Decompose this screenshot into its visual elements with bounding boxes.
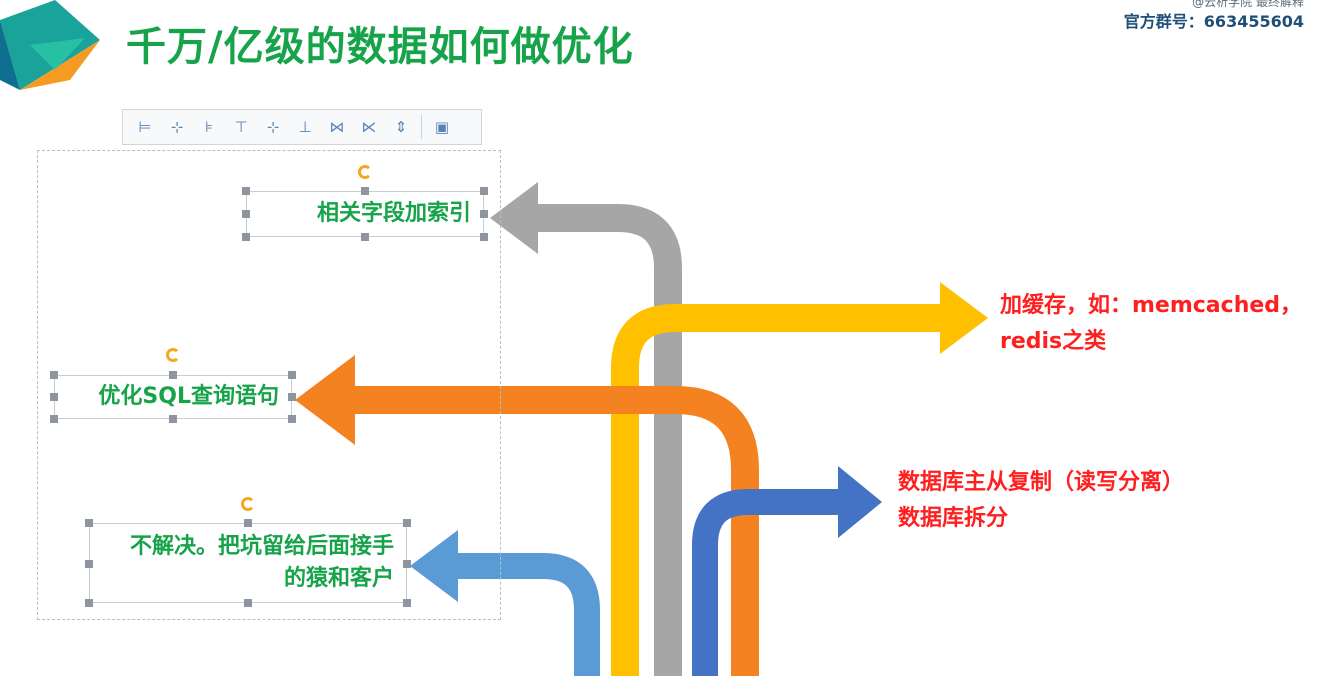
distribute-spacing-icon[interactable]: ⇕ bbox=[394, 118, 408, 136]
cache-label: 加缓存，如：memcached， redis之类 bbox=[1000, 288, 1302, 360]
resize-handle[interactable] bbox=[361, 233, 369, 241]
database-label: 数据库主从复制（读写分离） 数据库拆分 bbox=[898, 465, 1184, 537]
resize-handle[interactable] bbox=[244, 519, 252, 527]
align-bottom-icon[interactable]: ⊥ bbox=[298, 118, 312, 136]
resize-handle[interactable] bbox=[50, 371, 58, 379]
align-right-icon[interactable]: ⊧ bbox=[205, 118, 213, 136]
yellow-arrowhead bbox=[940, 282, 988, 354]
resize-handle[interactable] bbox=[480, 210, 488, 218]
light-blue-arrow bbox=[455, 553, 600, 676]
align-middle-icon[interactable]: ⊹ bbox=[266, 118, 280, 136]
resize-handle[interactable] bbox=[169, 415, 177, 423]
index-label: 相关字段加索引 bbox=[316, 201, 471, 226]
resize-handle[interactable] bbox=[288, 371, 296, 379]
resize-handle[interactable] bbox=[85, 519, 93, 527]
database-line1: 数据库主从复制（读写分离） bbox=[898, 470, 1185, 495]
gray-arrowhead bbox=[490, 182, 538, 254]
alignment-toolbar: ⊨ ⊹ ⊧ ⊤ ⊹ ⊥ ⋈ ⋉ ⇕ ▣ bbox=[122, 109, 482, 145]
textbox-nothing[interactable]: 不解决。把坑留给后面接手 的猿和客户 bbox=[89, 523, 407, 603]
yellow-arrow bbox=[611, 304, 945, 676]
brand-logo bbox=[0, 0, 100, 90]
toolbar-separator bbox=[421, 115, 422, 139]
dark-blue-arrowhead bbox=[838, 466, 882, 538]
watermark: @云析学院 最终解释 官方群号：663455604 bbox=[1124, 0, 1304, 32]
align-left-icon[interactable]: ⊨ bbox=[138, 118, 152, 136]
dark-blue-arrow bbox=[692, 489, 840, 676]
resize-handle[interactable] bbox=[85, 599, 93, 607]
cache-line1: 加缓存，如：memcached， bbox=[1000, 293, 1303, 318]
resize-handle[interactable] bbox=[288, 393, 296, 401]
align-center-icon[interactable]: ⊹ bbox=[170, 118, 184, 136]
resize-handle[interactable] bbox=[244, 599, 252, 607]
cache-line2: redis之类 bbox=[1000, 329, 1107, 354]
resize-handle[interactable] bbox=[403, 599, 411, 607]
rotate-handle[interactable] bbox=[358, 165, 372, 179]
group-number-label: 官方群号：663455604 bbox=[1123, 12, 1304, 31]
resize-handle[interactable] bbox=[480, 233, 488, 241]
align-top-icon[interactable]: ⊤ bbox=[234, 118, 248, 136]
textbox-index[interactable]: 相关字段加索引 bbox=[246, 191, 484, 237]
resize-handle[interactable] bbox=[361, 187, 369, 195]
resize-handle[interactable] bbox=[242, 233, 250, 241]
rotate-handle[interactable] bbox=[241, 497, 255, 511]
light-blue-arrowhead bbox=[410, 530, 458, 602]
gray-arrow bbox=[535, 204, 682, 676]
resize-handle[interactable] bbox=[288, 415, 296, 423]
database-line2: 数据库拆分 bbox=[898, 506, 1009, 531]
distribute-vertical-icon[interactable]: ⋉ bbox=[361, 118, 377, 136]
rotate-handle[interactable] bbox=[166, 348, 180, 362]
watermark-top-line: @云析学院 最终解释 bbox=[1192, 0, 1304, 9]
orange-arrow bbox=[350, 386, 759, 676]
group-icon[interactable]: ▣ bbox=[434, 118, 450, 136]
textbox-sql[interactable]: 优化SQL查询语句 bbox=[54, 375, 292, 419]
resize-handle[interactable] bbox=[480, 187, 488, 195]
resize-handle[interactable] bbox=[169, 371, 177, 379]
resize-handle[interactable] bbox=[50, 393, 58, 401]
resize-handle[interactable] bbox=[85, 560, 93, 568]
resize-handle[interactable] bbox=[242, 187, 250, 195]
sql-label: 优化SQL查询语句 bbox=[98, 384, 279, 409]
resize-handle[interactable] bbox=[403, 560, 411, 568]
orange-arrowhead bbox=[295, 355, 355, 445]
resize-handle[interactable] bbox=[403, 519, 411, 527]
nothing-line1: 不解决。把坑留给后面接手 bbox=[129, 534, 394, 559]
distribute-horizontal-icon[interactable]: ⋈ bbox=[329, 118, 345, 136]
resize-handle[interactable] bbox=[242, 210, 250, 218]
slide-title: 千万/亿级的数据如何做优化 bbox=[126, 24, 634, 70]
nothing-line2: 的猿和客户 bbox=[283, 566, 394, 591]
resize-handle[interactable] bbox=[50, 415, 58, 423]
selection-frame[interactable] bbox=[37, 150, 501, 620]
